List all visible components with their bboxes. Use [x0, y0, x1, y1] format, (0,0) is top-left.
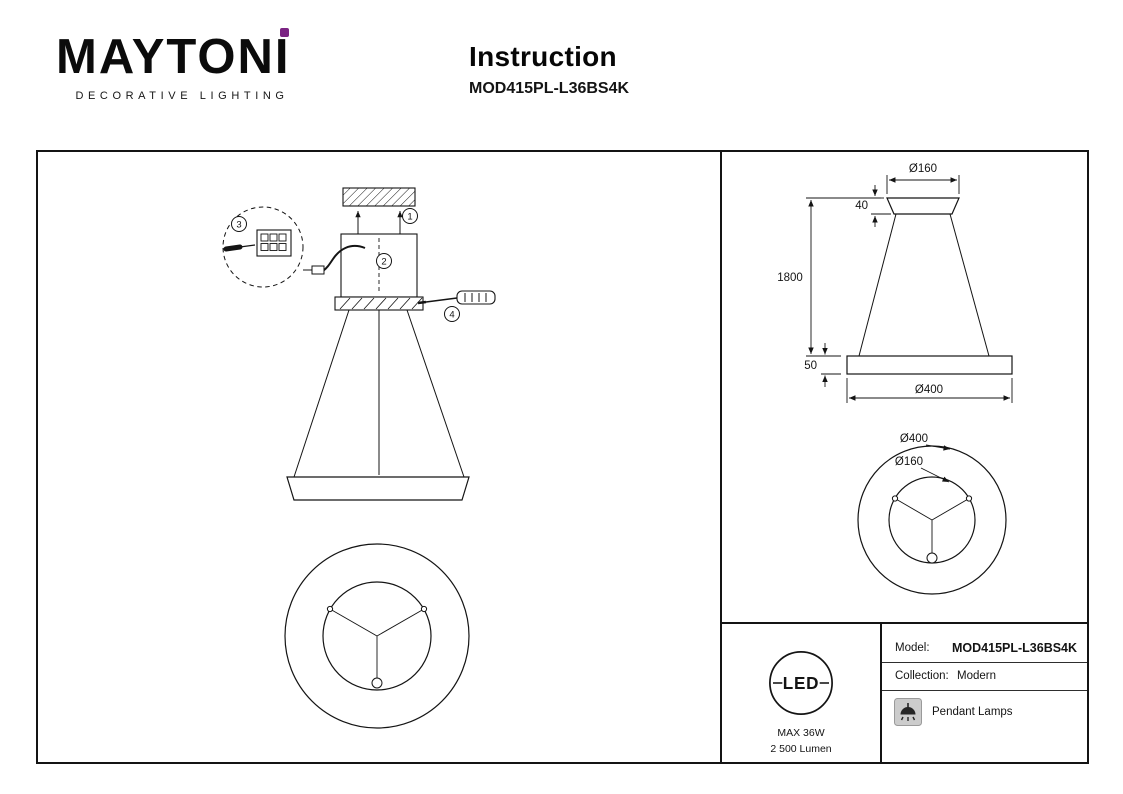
assembly-diagram: 1 2	[222, 187, 496, 729]
pendant-lamp-icon	[894, 698, 922, 726]
terminal-block-icon	[256, 229, 292, 257]
ring-side-view	[286, 476, 470, 501]
model-label: Model:	[895, 642, 930, 654]
dimensions-diagram: Ø160 40 1800 50	[777, 163, 1013, 595]
info-row-divider	[882, 662, 1087, 663]
mounting-screws	[355, 211, 403, 236]
step-4-number: 4	[449, 310, 454, 321]
collection-label: Collection:	[895, 670, 949, 682]
brand-logo: MAYTONI DECORATIVE LIGHTING	[56, 28, 291, 102]
brand-tagline: DECORATIVE LIGHTING	[75, 90, 289, 102]
power-cable	[322, 244, 366, 272]
horizontal-divider-right	[720, 622, 1087, 624]
top-view-outer-diameter-label: Ø400	[900, 433, 928, 445]
step-3-badge: 3	[231, 216, 247, 232]
info-row-divider	[882, 690, 1087, 691]
category-label: Pendant Lamps	[932, 706, 1013, 718]
canopy-height-label: 40	[855, 200, 868, 212]
step-2-badge: 2	[376, 253, 392, 269]
max-power-text: MAX 36W	[777, 727, 825, 739]
luminous-flux-text: 2 500 Lumen	[770, 742, 832, 755]
suspension-wires	[293, 309, 465, 478]
brand-dot	[279, 28, 289, 37]
content-frame: 1 2	[36, 150, 1089, 764]
canopy-assembly	[303, 233, 418, 298]
collection-value: Modern	[957, 670, 996, 682]
product-info-box: Model: MOD415PL-L36BS4K Collection: Mode…	[882, 622, 1087, 762]
pendant-side-view	[846, 197, 1013, 375]
suspension-length-label: 1800	[777, 272, 803, 284]
dim-canopy-height: 40	[855, 185, 891, 227]
vertical-divider-main	[720, 152, 722, 762]
step-4-badge: 4	[444, 306, 460, 322]
top-view-inner-diameter-label: Ø160	[895, 456, 923, 468]
led-text: LED	[783, 674, 820, 693]
step-1-number: 1	[407, 212, 412, 223]
ring-top-view	[857, 445, 1007, 595]
brand-text: MAYTONI	[56, 30, 291, 84]
cable-connector	[311, 265, 325, 275]
dim-ring-diameter: Ø400	[846, 378, 1013, 403]
dim-canopy-diameter: Ø160	[886, 163, 960, 194]
dim-ring-height: 50	[804, 343, 841, 387]
ring-diameter-label: Ø400	[915, 384, 943, 396]
canopy-base-plate	[334, 296, 424, 311]
step-2-number: 2	[381, 257, 386, 268]
ring-bottom-view	[284, 543, 470, 729]
title-block: Instruction MOD415PL-L36BS4K	[469, 41, 629, 98]
top-view-labels: Ø400 Ø160	[895, 433, 951, 483]
led-logo-icon: LED	[769, 651, 833, 715]
detail-callout	[222, 206, 304, 288]
canopy-diameter-label: Ø160	[909, 163, 937, 175]
ring-height-label: 50	[804, 360, 817, 372]
brand-wordmark: MAYTONI	[56, 28, 291, 84]
screwdriver-small-icon	[223, 244, 256, 252]
step-1-badge: 1	[402, 208, 418, 224]
model-value: MOD415PL-L36BS4K	[952, 641, 1078, 655]
page-title: Instruction	[469, 41, 617, 72]
screwdriver-icon	[417, 290, 496, 305]
page-model-number: MOD415PL-L36BS4K	[469, 80, 630, 97]
led-spec-box: LED MAX 36W 2 500 Lumen	[722, 622, 880, 762]
ceiling-mount	[342, 187, 416, 207]
vertical-divider-bottom	[880, 622, 882, 762]
step-3-number: 3	[236, 220, 241, 231]
